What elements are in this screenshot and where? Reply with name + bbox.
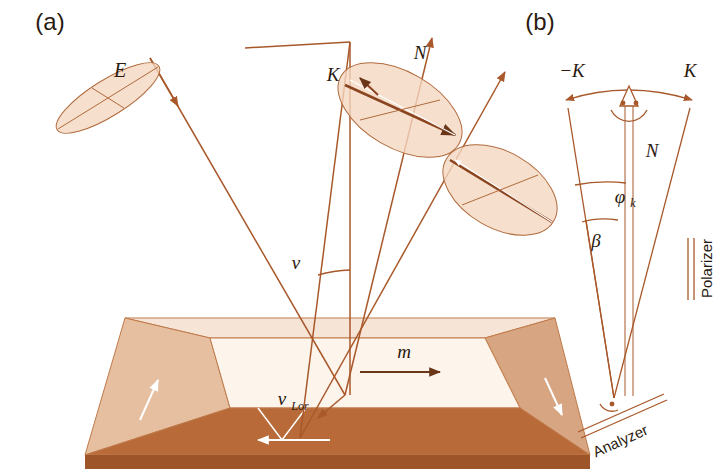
light-rays — [150, 38, 505, 438]
kerr-angle-symbol: φ — [615, 187, 626, 206]
polarization-ellipses — [48, 43, 573, 254]
kerr-component: K — [327, 65, 340, 84]
polarizer-label: Polarizer — [700, 238, 715, 297]
domain-sample — [85, 318, 590, 469]
kerr-component: K — [684, 61, 697, 80]
lorentz-symbol: v — [278, 389, 286, 408]
magnetization-symbol: m — [397, 342, 411, 361]
kerr-component: −K — [559, 61, 585, 80]
angle-symbol: v — [292, 253, 300, 272]
kerr-angle-geometry — [566, 86, 694, 438]
panel-label: (b) — [525, 10, 554, 34]
kerr-angle-subscript: k — [630, 197, 635, 209]
analyzer-angle-symbol: β — [591, 231, 600, 250]
domain-arrows — [140, 372, 562, 440]
lorentz-subscript: Lor — [291, 400, 308, 412]
normal-component: N — [646, 141, 659, 160]
field-symbol: E — [114, 60, 126, 80]
panel-label: (a) — [35, 10, 64, 34]
analyzer-label: Analyzer — [590, 421, 649, 458]
normal-component: N — [414, 43, 427, 62]
